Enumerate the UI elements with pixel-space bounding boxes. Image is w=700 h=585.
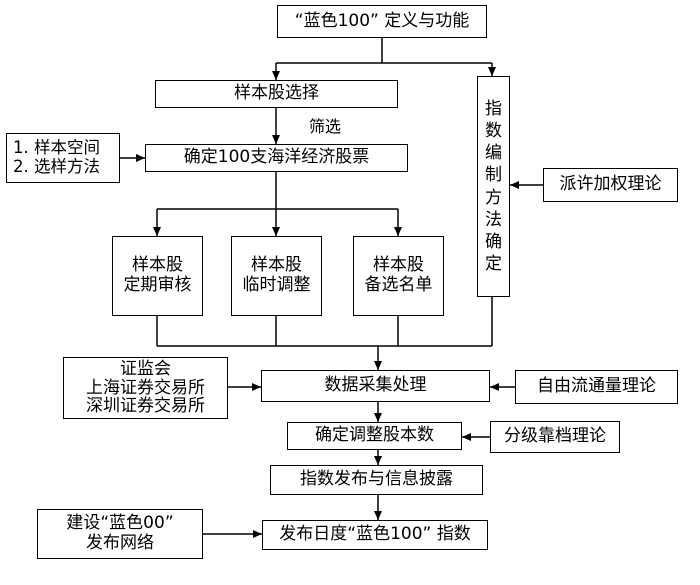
paasche-box: 派许加权理论 (543, 168, 678, 202)
data-processing-box: 数据采集处理 (261, 370, 490, 402)
free-float-box: 自由流通量理论 (515, 370, 678, 404)
tier-theory-box: 分级靠档理论 (490, 421, 620, 453)
temp-adjust-box: 样本股 临时调整 (231, 236, 322, 316)
backup-list-box: 样本股 备选名单 (353, 236, 444, 316)
daily-index-box: 发布日度“蓝色100” 指数 (262, 520, 488, 550)
confirm-100-box: 确定100支海洋经济股票 (145, 144, 408, 172)
confirm-shares-box: 确定调整股本数 (287, 422, 462, 450)
publish-disclose-box: 指数发布与信息披露 (270, 465, 483, 495)
network-box: 建设“蓝色00” 发布网络 (37, 509, 203, 559)
periodic-review-box: 样本股 定期审核 (112, 236, 203, 316)
index-method-box: 指 数 编 制 方 法 确 定 (477, 76, 510, 297)
definition-box: “蓝色100” 定义与功能 (277, 5, 487, 38)
sample-method-box: 1. 样本空间 2. 选样方法 (6, 133, 120, 183)
sample-selection-box: 样本股选择 (155, 80, 398, 108)
filter-label: 筛选 (309, 117, 342, 136)
data-sources-box: 证监会 上海证券交易所 深圳证券交易所 (63, 357, 228, 419)
